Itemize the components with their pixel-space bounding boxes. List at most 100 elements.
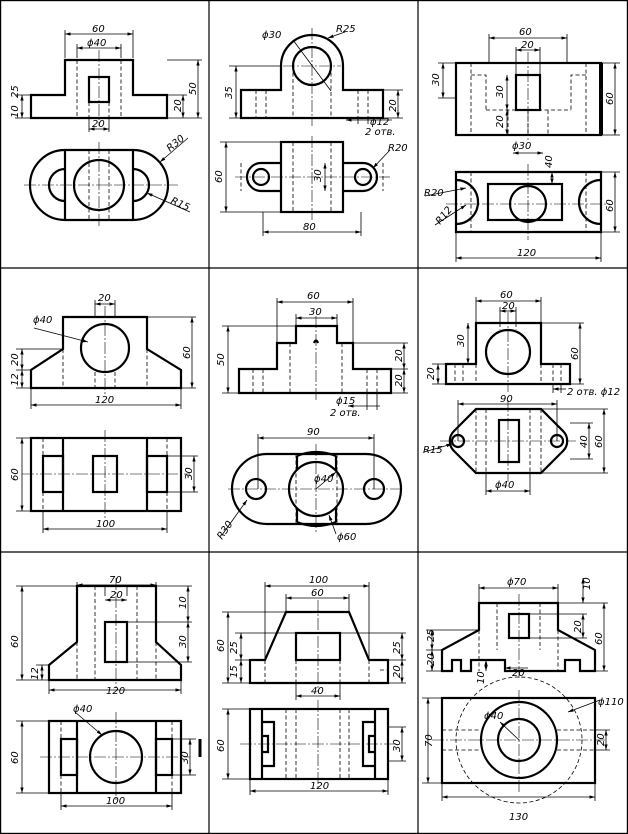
dim-6-0: 60 [500,290,513,301]
drawing-cell-7: 70 20 10 60 30 12 120 ϕ40 60 30 100 [10,575,202,810]
dim-3-1: 20 [521,40,534,51]
dim-9-3: 20 [573,620,584,633]
dim-9-2: 25 [426,629,437,642]
dim-3-0: 60 [519,27,532,38]
dim-6-6: 2 отв. ϕ12 [567,387,620,398]
drawing-cell-9: ϕ70 10 25 20 20 60 10 20 ϕ110 ϕ40 70 20 … [422,577,624,823]
dim-4-4: 60 [182,346,193,359]
drawing-cell-1: 60 ϕ40 25 10 50 20 20 R30 R15 [10,24,202,228]
dim-2-9: 80 [303,222,316,233]
dim-3-5: 60 [605,92,616,105]
dim-5-9: R30 [215,519,235,541]
dim-9-11: 20 [596,733,607,746]
dim-7-5: 12 [30,667,41,680]
dim-6-1: 20 [502,301,515,312]
dim-4-3: 12 [10,373,21,386]
dim-8-8: 60 [216,739,227,752]
dim-3-7: 40 [544,155,555,168]
dim-7-2: 10 [178,596,189,609]
dim-3-6: ϕ30 [512,141,531,152]
drawing-cell-4: 20 ϕ40 20 12 60 120 60 30 100 [10,293,198,533]
dim-9-4: 20 [426,653,437,666]
drawing-cell-6: 60 20 30 60 20 90 2 отв. ϕ12 40 60 R15 ϕ… [423,290,620,495]
dim-7-9: 30 [180,751,191,764]
dim-9-10: 70 [424,734,435,747]
dim-2-8: 30 [313,169,324,182]
dim-9-12: 130 [509,812,528,823]
dim-7-3: 60 [10,635,21,648]
dim-6-7: 40 [579,435,590,448]
dim-8-1: 60 [311,588,324,599]
dim-8-9: 30 [392,739,403,752]
dim-4-1: ϕ40 [33,315,52,326]
dim-4-5: 120 [95,395,114,406]
dim-6-9: R15 [423,445,443,456]
dim-3-9: R12 [434,205,455,227]
dim-5-4: 20 [394,374,405,387]
dim-4-0: 20 [98,293,111,304]
dim-2-3: 20 [388,99,399,112]
drawing-cell-3: 60 20 30 30 20 60 ϕ30 40 R20 R12 60 120 [424,27,620,262]
dim-6-5: 90 [500,394,513,405]
dim-2-5: 2 отв. [365,127,396,138]
dim-3-4: 20 [495,115,506,128]
dim-1-5: 20 [173,99,184,112]
dim-2-6: R20 [388,143,408,154]
dim-7-0: 70 [109,575,122,586]
dim-3-2: 30 [431,73,442,86]
dim-2-4: ϕ12 [370,117,389,128]
dim-5-7: 90 [307,427,320,438]
dim-5-0: 60 [307,291,320,302]
dim-4-8: 100 [96,519,115,530]
dim-5-3: 20 [394,349,405,362]
dim-5-6: 2 отв. [330,408,361,419]
dim-8-10: 120 [310,781,329,792]
dim-6-3: 60 [570,347,581,360]
drawing-cell-8: 100 60 60 25 15 25 20 40 60 30 120 [216,575,406,795]
dim-6-2: 30 [456,334,467,347]
dim-8-5: 25 [392,641,403,654]
dim-8-3: 25 [229,641,240,654]
dim-7-4: 30 [178,635,189,648]
dim-8-7: 40 [311,686,324,697]
dim-6-10: ϕ40 [495,480,514,491]
dim-4-7: 30 [184,467,195,480]
dim-3-11: 120 [517,248,536,259]
dim-8-2: 60 [216,639,227,652]
dim-2-0: ϕ30 [262,30,281,41]
dim-5-10: ϕ60 [337,532,356,543]
dim-9-0: ϕ70 [507,577,526,588]
dim-3-3: 30 [495,85,506,98]
dim-1-0: 60 [92,24,105,35]
dim-7-1: 20 [110,590,123,601]
dim-5-1: 30 [309,307,322,318]
drawing-cell-2: ϕ30 R25 35 20 ϕ12 2 отв. R20 60 30 80 [214,24,408,236]
dim-7-8: 60 [10,751,21,764]
dim-8-6: 20 [392,665,403,678]
dim-1-4: 50 [188,82,199,95]
dim-6-8: 60 [594,435,605,448]
dim-2-2: 35 [224,86,235,99]
dim-9-8: ϕ110 [598,697,624,708]
dim-1-3: 10 [10,105,21,118]
dim-7-6: 120 [106,686,125,697]
dim-4-6: 60 [10,468,21,481]
dim-8-4: 15 [229,665,240,678]
dim-7-7: ϕ40 [73,704,92,715]
dim-2-7: 60 [214,170,225,183]
dim-9-7: 20 [512,668,525,679]
dim-1-1: ϕ40 [87,38,106,49]
drawing-cell-5: 60 30 50 20 20 ϕ15 2 отв. 90 ϕ40 R30 ϕ60 [215,291,408,543]
dim-5-5: ϕ15 [336,396,355,407]
dim-3-8: R20 [424,188,444,199]
dim-7-10: 100 [106,796,125,807]
dim-9-1: 10 [582,577,593,590]
dim-1-2: 25 [10,85,21,98]
dim-1-7: R30 [165,133,187,154]
dim-9-9: ϕ40 [484,711,503,722]
dim-3-10: 60 [605,199,616,212]
dim-5-8: ϕ40 [314,474,333,485]
dim-4-2: 20 [10,353,21,366]
